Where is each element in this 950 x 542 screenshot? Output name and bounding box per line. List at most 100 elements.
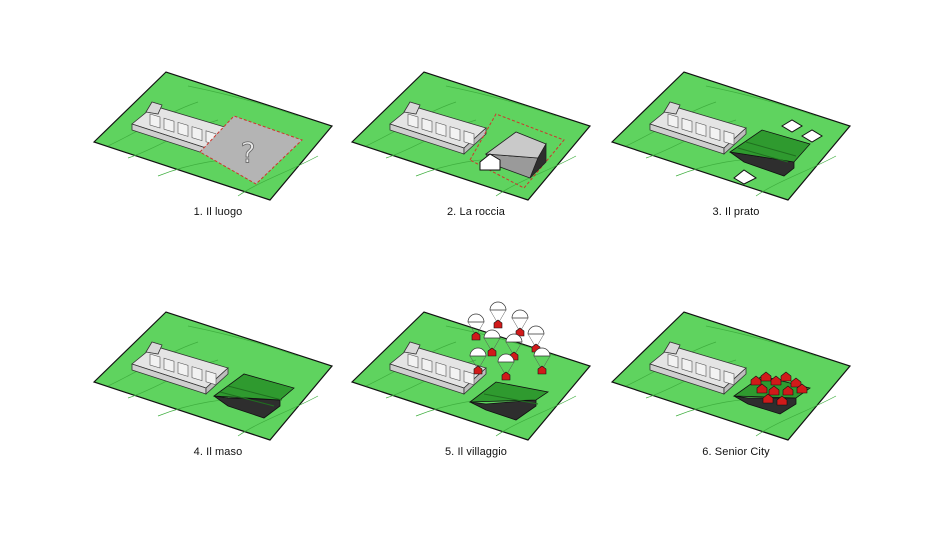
contour-line [187, 325, 299, 357]
arrow-icons [733, 119, 823, 185]
question-mark-icon: ? [241, 136, 256, 169]
red-house [756, 383, 768, 394]
building-bay [449, 126, 461, 142]
contour-line [705, 85, 817, 117]
existing-building [131, 341, 229, 395]
green-roof-volume [728, 129, 811, 177]
red-house [782, 385, 794, 396]
contour-line [187, 85, 299, 117]
panel-4-maso: 4. Il maso [88, 311, 348, 542]
building-bay [191, 366, 203, 382]
building-bay [163, 117, 175, 133]
contour-line [237, 155, 319, 197]
panel-6-drawing [610, 311, 852, 441]
building-face [663, 101, 681, 115]
building-face [463, 127, 487, 155]
panel-2-roccia: 2. La roccia [346, 71, 606, 302]
building-face [145, 101, 163, 115]
contour-line [445, 85, 557, 117]
building-bay [463, 130, 475, 146]
building-face [463, 367, 487, 395]
building-bay [407, 113, 419, 129]
building-bay [681, 117, 693, 133]
parachute-house [467, 313, 485, 341]
building-bay [421, 357, 433, 373]
parachute-house [469, 347, 487, 375]
building-bay [709, 366, 721, 382]
parachute-houses [467, 301, 551, 381]
panel-1-drawing: ? [92, 71, 334, 201]
contour-line [755, 155, 837, 197]
panel-3-prato: 3. Il prato [606, 71, 866, 302]
parachute-house [497, 353, 515, 381]
building-face [145, 341, 163, 355]
red-house [762, 393, 774, 404]
building-bay [435, 121, 447, 137]
building-bay [667, 113, 679, 129]
red-house [750, 375, 762, 386]
contour-line [495, 155, 577, 197]
building-face [723, 127, 747, 155]
building-face [205, 367, 229, 395]
red-houses-cluster [750, 371, 808, 406]
panel-2-drawing [350, 71, 592, 201]
building-bay [695, 121, 707, 137]
house-entrance-icon [479, 153, 501, 171]
building-bay [723, 130, 735, 146]
building-bay [723, 370, 735, 386]
building-bay [177, 121, 189, 137]
red-house [776, 395, 788, 406]
building-bay [177, 361, 189, 377]
panel-6-senior-city: 6. Senior City [606, 311, 866, 542]
parachute-house [489, 301, 507, 329]
building-face [403, 341, 421, 355]
building-bay [205, 370, 217, 386]
building-bay [681, 357, 693, 373]
existing-building [389, 101, 487, 155]
existing-building [649, 101, 747, 155]
caption-4: 4. Il maso [193, 446, 243, 458]
red-house [760, 371, 772, 382]
caption-1: 1. Il luogo [193, 206, 243, 218]
building-face [403, 101, 421, 115]
green-roof-volume [468, 381, 550, 421]
building-bay [695, 361, 707, 377]
building-bay [435, 361, 447, 377]
caption-2: 2. La roccia [446, 206, 506, 218]
panel-3-drawing [610, 71, 852, 201]
caption-3: 3. Il prato [712, 206, 760, 218]
panel-4-drawing [92, 311, 334, 441]
green-roof-volume [212, 373, 295, 419]
red-house [770, 375, 782, 386]
site-boundary [469, 113, 565, 189]
building-face [723, 367, 747, 395]
red-house [796, 383, 808, 394]
site-area [199, 115, 303, 185]
contour-line [495, 395, 577, 437]
caption-6: 6. Senior City [702, 446, 770, 458]
red-house [780, 371, 792, 382]
building-bay [667, 353, 679, 369]
contour-line [755, 395, 837, 437]
building-bay [163, 357, 175, 373]
contour-line [237, 395, 319, 437]
building-bay [449, 366, 461, 382]
contour-line [705, 325, 817, 357]
building-bay [421, 117, 433, 133]
building-bay [463, 370, 475, 386]
red-house [768, 385, 780, 396]
parachute-house [483, 329, 501, 357]
panel-5-villaggio: 5. Il villaggio [346, 301, 606, 542]
parachute-house [533, 347, 551, 375]
building-bay [709, 126, 721, 142]
building-bay [149, 113, 161, 129]
building-bay [407, 353, 419, 369]
existing-building [649, 341, 747, 395]
parachute-house [511, 309, 529, 337]
panel-1-luogo: ? 1. Il luogo [88, 71, 348, 302]
caption-5: 5. Il villaggio [444, 446, 508, 458]
building-bay [149, 353, 161, 369]
existing-building [389, 341, 487, 395]
building-face [663, 341, 681, 355]
